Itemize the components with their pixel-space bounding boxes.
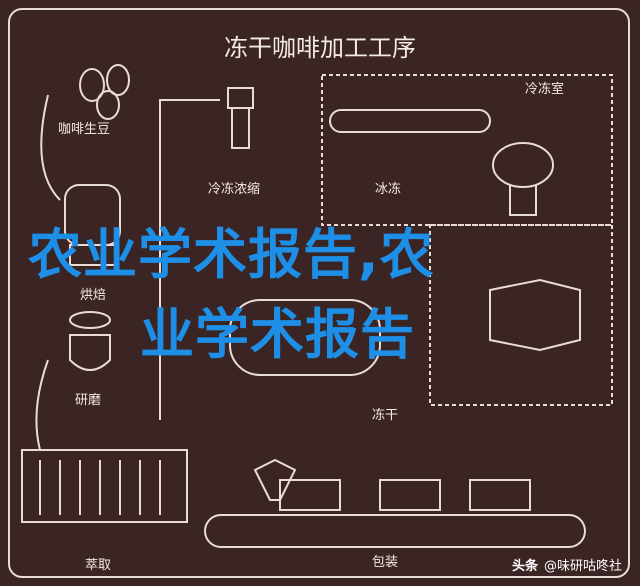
grinder-icon [69,311,111,371]
overlay-text-line1: 农业学术报告,农 [28,223,435,286]
label-freeze-drying: 冻干 [372,408,399,423]
drying-area-border [429,224,613,406]
extraction-tanks-icon [21,449,188,523]
overlay-text-line2: 业学术报告 [140,303,415,366]
watermark: 头条 @味研咕咚社 [512,555,622,574]
diagram-title: 冻干咖啡加工工序 [224,34,416,62]
coffee-beans-icon [79,64,130,120]
packaging-conveyor-icon [204,479,586,548]
label-roasting: 烘焙 [80,288,107,303]
diagram-frame [8,8,630,578]
funnel-icon [253,458,297,501]
conveyor-icon [329,109,491,133]
flow-arrow [40,94,61,201]
label-grinding: 研磨 [75,393,102,408]
concentrator-icon [227,87,254,149]
freezer-room-border [321,74,613,226]
roaster-icon [64,184,121,266]
label-packaging: 包装 [372,555,399,570]
label-freezer-room: 冷冻室 [525,82,565,97]
flow-arrow [35,359,49,451]
label-green-beans: 咖啡生豆 [58,122,111,137]
watermark-platform: 头条 [511,559,538,574]
flow-arrow [159,99,220,420]
label-freezing: 冰冻 [375,182,402,197]
dried-coffee-block-icon [489,278,581,352]
watermark-account: @味研咕咚社 [543,559,622,574]
freezing-machine-icon [492,142,554,216]
label-freeze-concentration: 冷冻浓缩 [208,182,261,197]
freeze-dryer-icon [229,299,381,376]
label-extraction: 萃取 [85,558,112,573]
